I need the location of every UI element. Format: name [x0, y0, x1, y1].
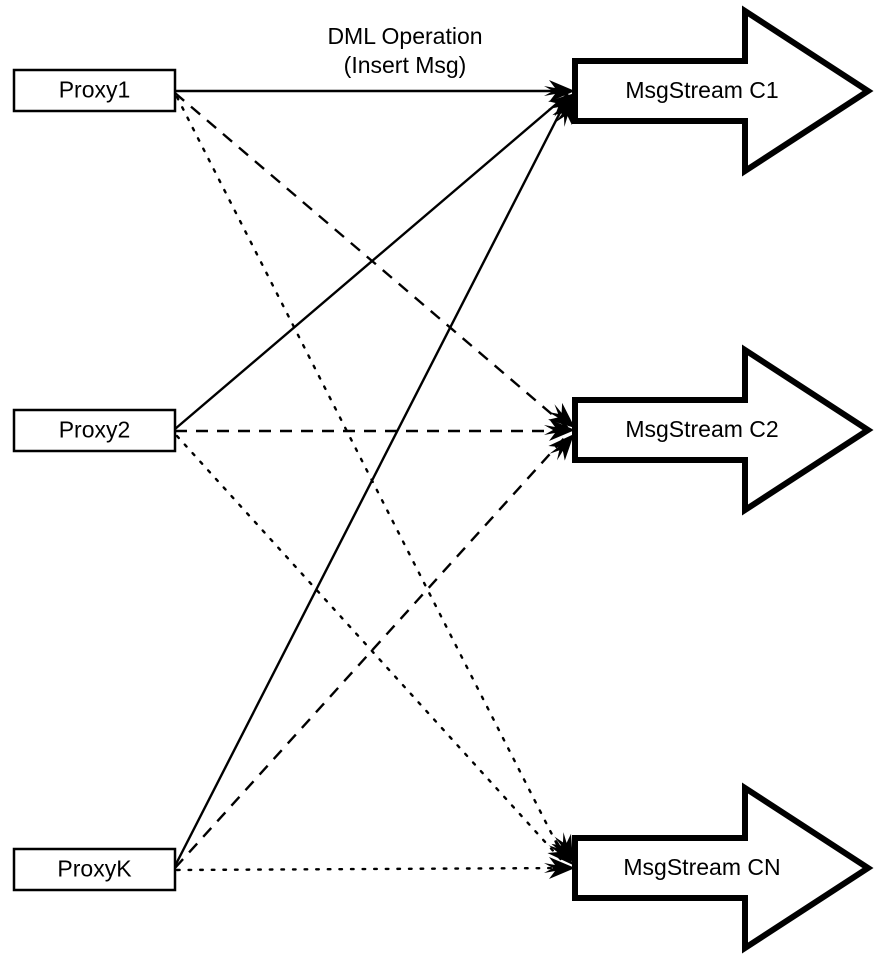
link-p2-c1 — [174, 93, 569, 430]
links-layer — [173, 89, 570, 872]
arrowhead-ah-p2-cn — [547, 838, 573, 865]
stream-label-stream_c2: MsgStream C2 — [625, 416, 778, 442]
proxy-proxy1[interactable]: Proxy1 — [12, 68, 177, 113]
arrowhead-ah-p2-c2 — [544, 419, 575, 441]
stream-shape-stream_c2 — [572, 344, 874, 516]
dml-operation-caption: DML Operation (Insert Msg) — [327, 23, 482, 78]
stream-label-stream_cn: MsgStream CN — [623, 854, 780, 880]
proxy-label-proxy1: Proxy1 — [59, 77, 131, 103]
proxy-box-proxyk — [12, 847, 177, 892]
proxy-box-proxy2 — [12, 408, 177, 453]
stream-shape-stream_c1 — [572, 5, 874, 177]
proxy-label-proxyk: ProxyK — [57, 856, 132, 882]
stream-shape-stream_cn — [572, 782, 874, 954]
arrowhead-ah-p1-c1 — [544, 80, 575, 102]
link-p2-cn — [175, 434, 568, 867]
proxy-box-proxy1 — [12, 68, 177, 113]
link-pk-cn — [175, 866, 568, 872]
proxy-label-proxy2: Proxy2 — [59, 417, 131, 443]
streams-layer: MsgStream C1 MsgStream C2 MsgStream CN — [572, 5, 874, 954]
stream-label-stream_c1: MsgStream C1 — [625, 77, 778, 103]
dml-caption-line-2: (Insert Msg) — [344, 52, 467, 78]
arrowheads-layer — [544, 80, 575, 879]
arrowhead-ah-pk-c2 — [548, 434, 574, 461]
stream-stream_c2[interactable]: MsgStream C2 — [572, 344, 874, 516]
arrowhead-ah-pk-cn — [544, 857, 575, 879]
arrowhead-ah-p2-c1 — [548, 93, 575, 119]
proxy-proxyk[interactable]: ProxyK — [12, 847, 177, 892]
stream-stream_cn[interactable]: MsgStream CN — [572, 782, 874, 954]
arrowhead-ah-pk-c1 — [552, 97, 574, 127]
stream-stream_c1[interactable]: MsgStream C1 — [572, 5, 874, 177]
link-pk-c2 — [174, 433, 569, 869]
link-pk-c1 — [173, 96, 570, 867]
dml-caption-line-1: DML Operation — [327, 23, 482, 49]
proxy-proxy2[interactable]: Proxy2 — [12, 408, 177, 453]
